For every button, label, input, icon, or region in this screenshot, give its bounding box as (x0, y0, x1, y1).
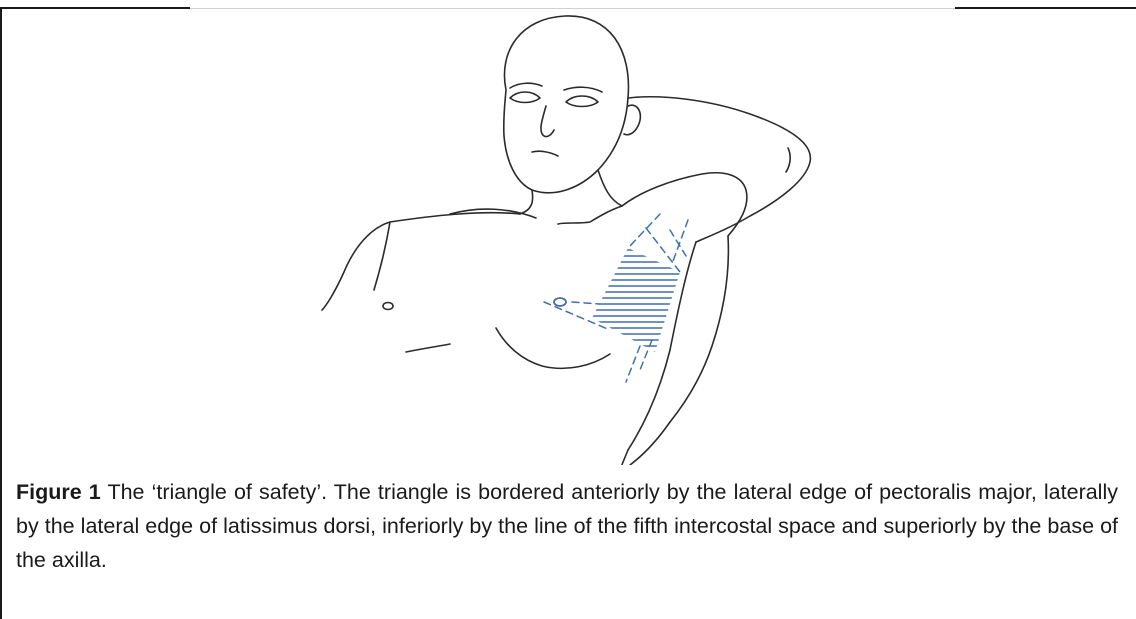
left-nipple (383, 303, 393, 310)
right-nipple-marker (554, 298, 566, 306)
mouth-outline (532, 151, 558, 156)
pectoral-left (406, 344, 450, 352)
head-outline (504, 16, 629, 193)
torso-bottom-line (622, 450, 628, 465)
frame-border-top-right (955, 7, 1136, 9)
right-shoulder-upper (558, 206, 622, 224)
raised-arm-top (628, 97, 810, 242)
left-shoulder (322, 213, 520, 310)
body-outline (322, 16, 810, 465)
lateral-boundary-low (640, 340, 652, 370)
nipple-marker-line (572, 302, 600, 304)
latissimus-line (670, 236, 728, 422)
figure-caption: Figure 1 The ‘triangle of safety’. The t… (16, 475, 1118, 577)
figure-label: Figure 1 (16, 480, 101, 504)
left-brow (510, 83, 542, 88)
pectoral-curve (496, 328, 610, 368)
elbow-crease (786, 148, 790, 172)
right-eye-outline (566, 96, 598, 107)
figure-caption-text: The ‘triangle of safety’. The triangle i… (16, 480, 1118, 572)
frame-border-top-thin (190, 8, 955, 9)
triangle-of-safety-illustration (310, 10, 830, 465)
neck-left (520, 190, 533, 214)
neck-right (598, 170, 622, 206)
inferior-boundary-line (626, 346, 640, 382)
chest-left-line (374, 222, 390, 290)
right-brow (564, 87, 602, 92)
nose-outline (541, 106, 554, 137)
left-eye-outline (510, 92, 540, 103)
inner-arm-line (630, 422, 670, 465)
axilla-base-line-1 (646, 228, 680, 272)
illustration-svg (310, 10, 830, 465)
frame-border-top-left (0, 7, 190, 9)
frame-border-left (0, 8, 2, 619)
axilla-base-line-2 (628, 214, 660, 248)
axilla-base-line-3 (672, 220, 688, 264)
raised-arm-bottom (622, 173, 747, 236)
